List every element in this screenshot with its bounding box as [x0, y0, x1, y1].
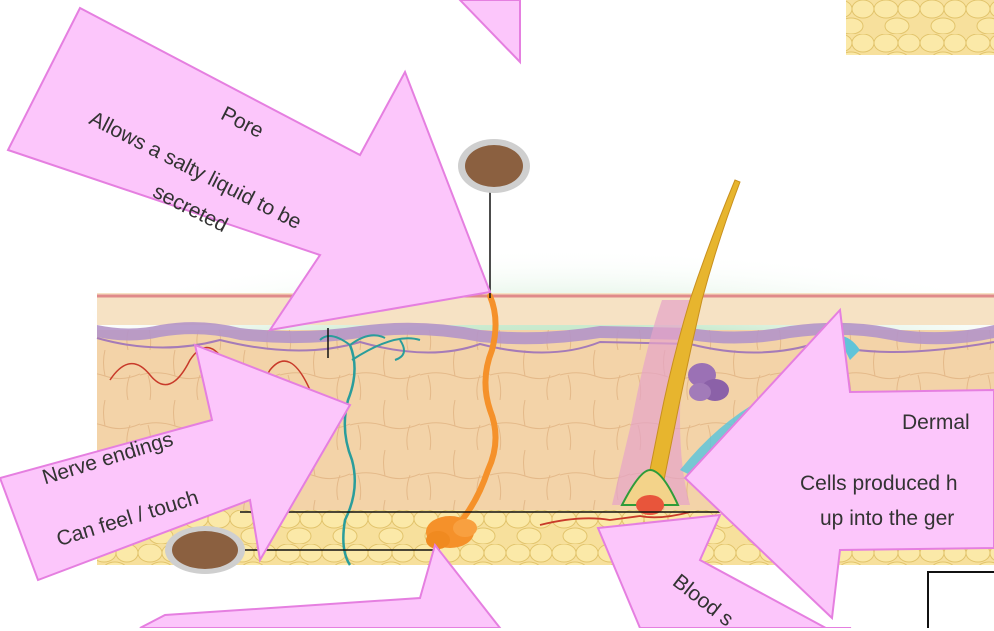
empty-label-box: [928, 572, 994, 628]
pore-marker-dot: [458, 139, 530, 193]
dermal-description-line1: Cells produced h: [800, 473, 958, 494]
epidermis-layer: [97, 293, 994, 325]
dermal-title: Dermal: [902, 412, 970, 433]
gland-marker-dot: [165, 526, 245, 574]
dermal-description-line2: up into the ger: [820, 508, 954, 529]
callout-arrow-top: [460, 0, 520, 62]
fat-tissue-thumbnail: [846, 0, 994, 55]
